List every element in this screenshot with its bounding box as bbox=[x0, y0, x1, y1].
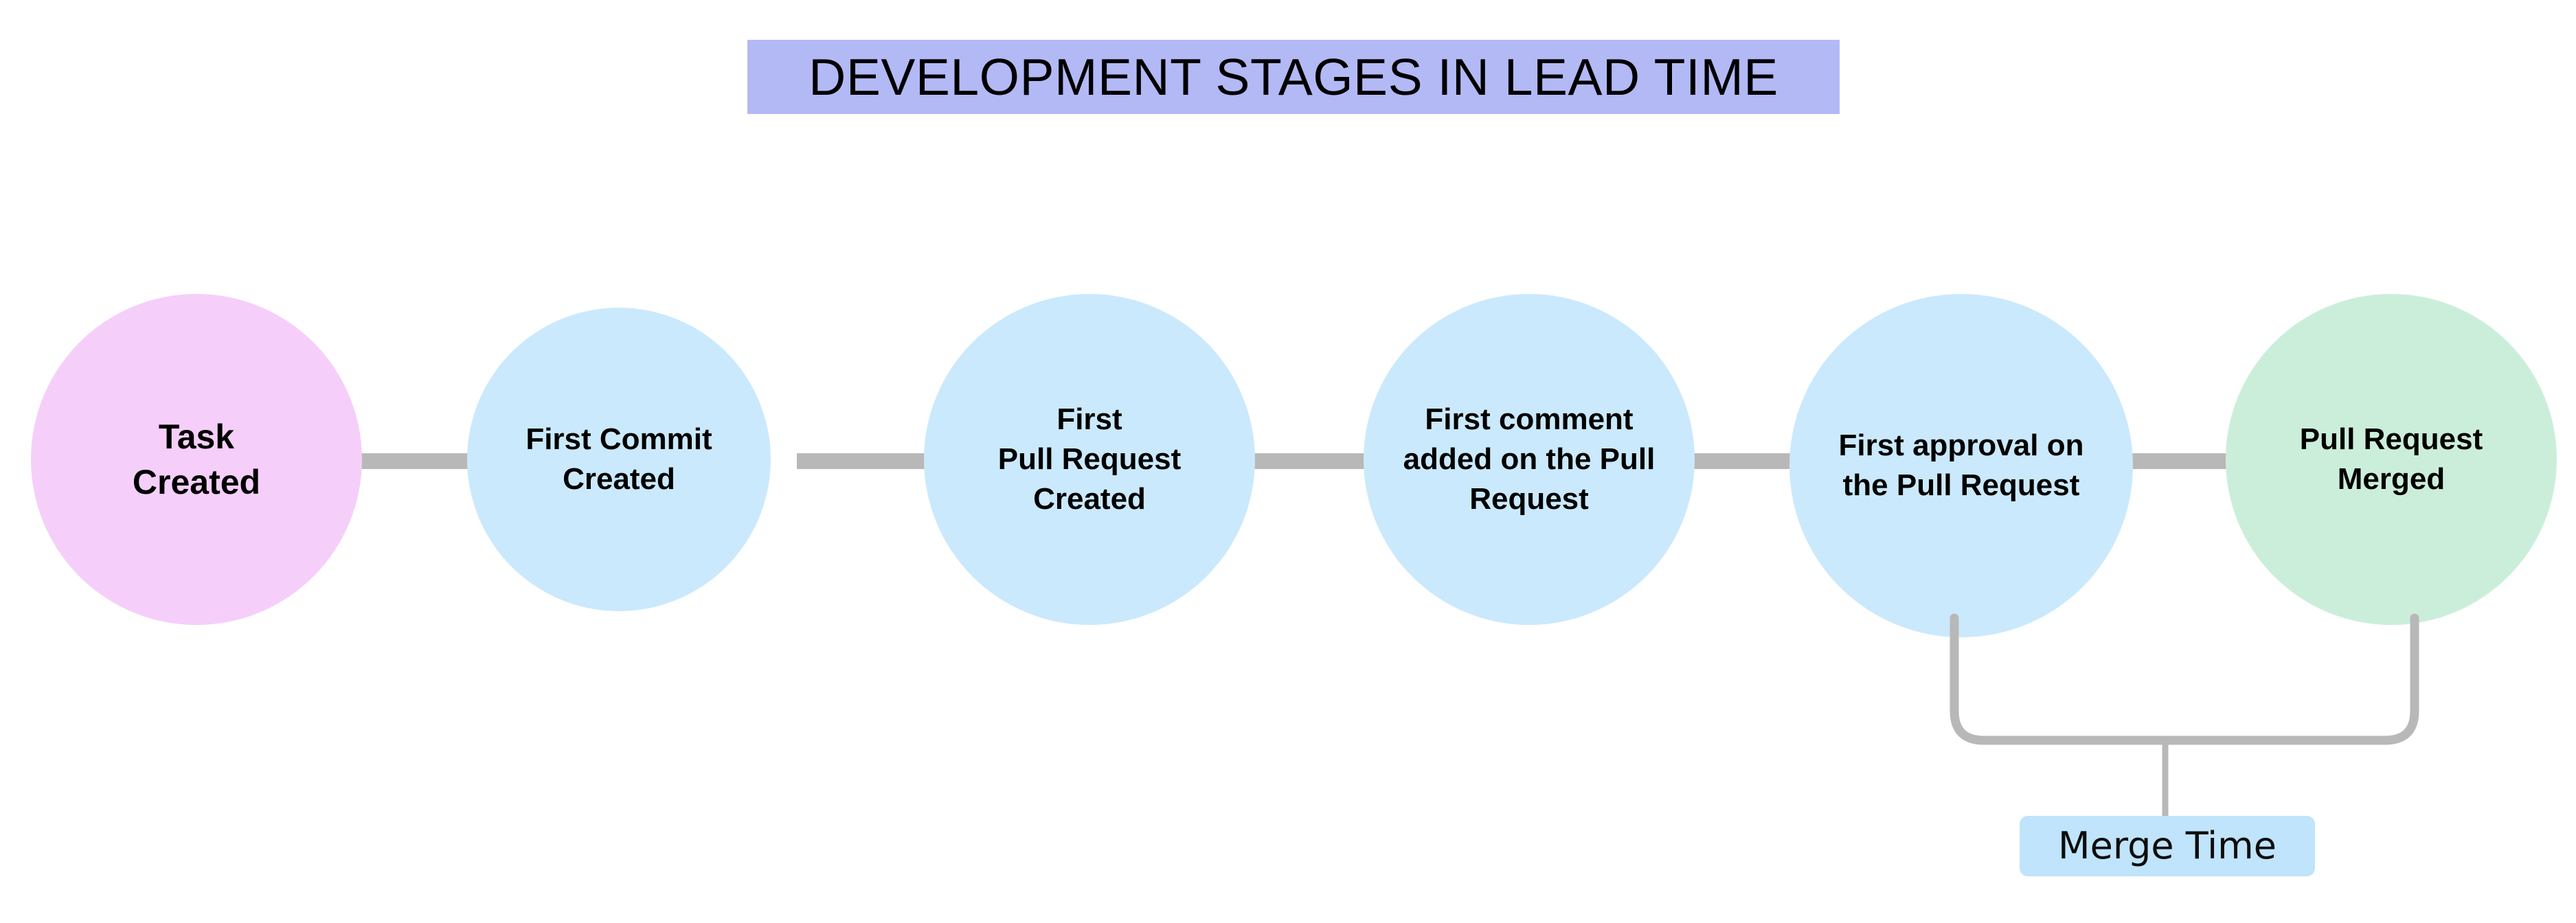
merge-time-label: Merge Time bbox=[2058, 824, 2276, 867]
stage-label: First Pull Request Created bbox=[997, 402, 1182, 516]
connector-2-3 bbox=[797, 453, 934, 469]
stage-label: First Commit Created bbox=[526, 422, 712, 496]
merge-time-label-box[interactable]: Merge Time bbox=[2020, 816, 2315, 876]
stage-first-commit-created[interactable]: First Commit Created bbox=[467, 308, 771, 611]
page-title-banner: DEVELOPMENT STAGES IN LEAD TIME bbox=[747, 40, 1840, 114]
stage-label: First approval on the Pull Request bbox=[1838, 428, 2084, 502]
page-title: DEVELOPMENT STAGES IN LEAD TIME bbox=[809, 47, 1778, 106]
stage-first-approval[interactable]: First approval on the Pull Request bbox=[1789, 294, 2133, 637]
stage-label: Task Created bbox=[132, 418, 261, 501]
stage-label: First comment added on the Pull Request bbox=[1403, 402, 1656, 516]
connector-3-4 bbox=[1236, 453, 1374, 469]
stage-pull-request-merged[interactable]: Pull Request Merged bbox=[2226, 294, 2557, 625]
stage-task-created[interactable]: Task Created bbox=[31, 294, 362, 625]
connector-4-5 bbox=[1669, 453, 1807, 469]
stage-first-comment-added[interactable]: First comment added on the Pull Request bbox=[1364, 294, 1695, 625]
merge-time-bracket bbox=[1950, 613, 2419, 824]
connector-5-6 bbox=[2102, 453, 2239, 469]
connector-1-2 bbox=[347, 453, 484, 469]
stage-label: Pull Request Merged bbox=[2299, 422, 2483, 496]
stage-first-pull-request-created[interactable]: First Pull Request Created bbox=[924, 294, 1255, 625]
